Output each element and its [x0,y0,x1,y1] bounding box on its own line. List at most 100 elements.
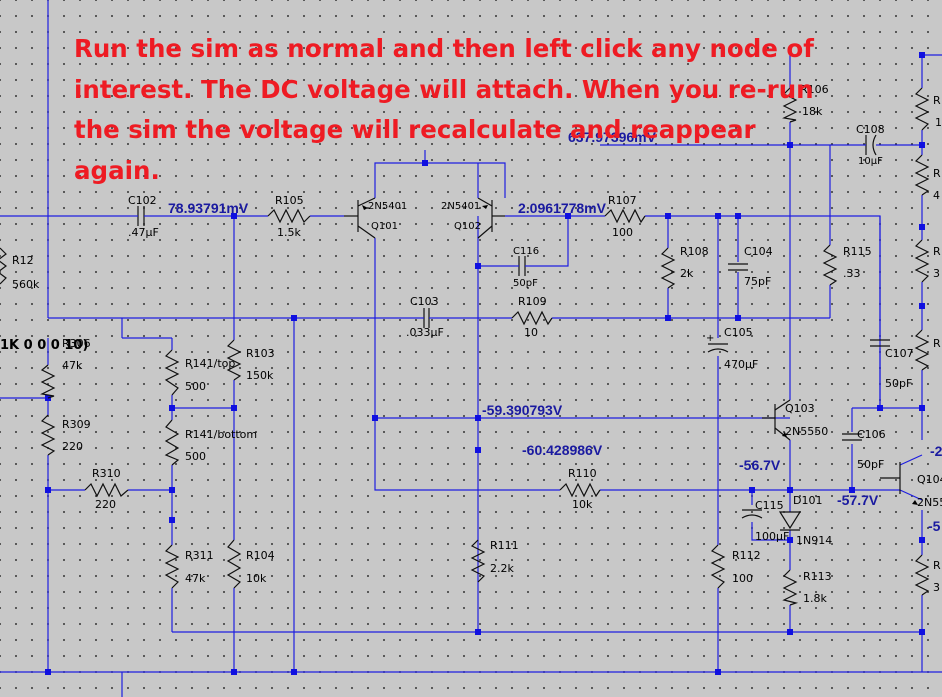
label-r141top-value: 500 [185,380,206,393]
label-r115-name: R115 [843,245,872,258]
capacitor-c116 [515,256,530,276]
label-r111-value: 2.2k [490,562,514,575]
resistor-r107 [604,208,646,224]
resistor-r306 [40,364,56,399]
label-r106-name: R106 [800,83,829,96]
label-r107-value: 100 [612,226,633,239]
label-r141bottom-name: R141/bottom [185,428,257,441]
label-r115-value: .33 [843,267,861,280]
label-q101-model: 2N5401 [368,201,407,212]
capacitor-c102 [130,206,150,226]
label-c104-name: C104 [744,245,773,258]
label-r112-value: 100 [732,572,753,585]
label-q104-model: 2N55 [917,496,942,509]
label-r113-value: 1.8k [803,592,827,605]
label-c106-value: 50pF [857,458,884,471]
resistor-r12 [0,247,7,285]
label-c105-value: 470µF [724,358,758,371]
label-r108-name: R108 [680,245,709,258]
label-r310-value: 220 [95,498,116,511]
capacitor-c103 [420,308,432,328]
label-c106-name: C106 [857,428,886,441]
component-labels: C102 .47µF R105 1.5k 2N5401 Q101 2N5401 … [0,83,942,605]
label-r311-value: 47k [185,572,206,585]
label-r306-name: R306 [62,337,91,350]
label-right-a: R [933,94,941,107]
resistor-r109 [511,310,553,326]
label-r110-name: R110 [568,467,597,480]
resistor-r106 [782,87,798,123]
label-r110-value: 10k [572,498,593,511]
resistor-r105 [267,208,311,224]
label-right-c: R [933,245,941,258]
label-r109-name: R109 [518,295,547,308]
capacitor-c107 [870,216,890,347]
label-c105-name: C105 [724,326,753,339]
label-c102-name: C102 [128,194,157,207]
label-q103-name: Q103 [785,402,815,415]
label-c107-value: 50pF [885,377,912,390]
label-r311-name: R311 [185,549,214,562]
label-r107-name: R107 [608,194,637,207]
resistor-right-b [914,154,930,196]
diode-d101 [778,511,802,531]
label-q102-model: 2N5401 [441,201,480,212]
label-r112-name: R112 [732,549,761,562]
voltage-label-4: -59.390793V [482,402,563,418]
resistor-r311 [164,544,180,589]
label-r103-value: 150k [246,369,274,382]
voltage-label-7: -57.7V [837,492,879,508]
voltage-label-9: -2 [930,443,942,459]
label-c116-value: 50pF [513,278,538,289]
label-r105-value: 1.5k [277,226,301,239]
label-q103-model: 2N5550 [785,425,828,438]
label-c108-name: C108 [856,123,885,136]
transistor-q101 [344,197,376,239]
resistor-r115 [822,244,838,286]
transistor-q102 [477,163,505,239]
resistor-r113 [782,569,799,606]
capacitor-c105: + [706,333,729,353]
resistor-r111 [470,539,486,583]
label-r113-name: R113 [803,570,832,583]
label-r108-value: 2k [680,267,694,280]
voltage-label-2: 2.0961778mV [518,200,607,216]
label-c103-value: .033µF [406,326,444,339]
label-c102-value: .47µF [128,226,159,239]
label-r105-name: R105 [275,194,304,207]
label-r109-value: 10 [524,326,538,339]
label-r310-name: R310 [92,467,121,480]
instruction-note: Run the sim as normal and then left clic… [74,34,814,185]
label-q104-name: Q104 [917,473,942,486]
resistor-right-a [914,87,930,131]
transistor-q104 [880,462,918,505]
label-r111-name: R111 [490,539,519,552]
component-symbols: + [0,87,930,606]
label-right-e-value: 3 [933,581,940,594]
label-c116-name: C116 [513,246,539,257]
label-r12-name: R12 [12,254,34,267]
voltage-label-8: -5 [928,518,941,534]
label-d101-name: D101 [793,494,822,507]
voltage-label-5: -60.428986V [522,442,603,458]
label-right-b-value: 4 [933,189,940,202]
label-c115-value: 100µF [755,530,789,543]
resistor-r110 [559,482,601,498]
capacitor-c108 [862,134,880,156]
capacitor-c104 [728,263,748,271]
junctions [45,52,925,675]
label-r104-value: 10k [246,572,267,585]
svg-text:+: + [706,333,714,344]
voltage-label-1: 78.93791mV [168,200,249,216]
resistor-r310 [84,482,129,498]
voltage-annotations[interactable]: 78.93791mV 2.0961778mV 637.97396mV -59.3… [168,129,942,534]
resistor-r141-top [164,349,180,396]
label-d101-model: 1N914 [796,534,832,547]
label-r306-value: 47k [62,359,83,372]
label-r104-name: R104 [246,549,275,562]
resistor-right-d [914,329,930,371]
label-r103-name: R103 [246,347,275,360]
label-c115-name: C115 [755,499,784,512]
